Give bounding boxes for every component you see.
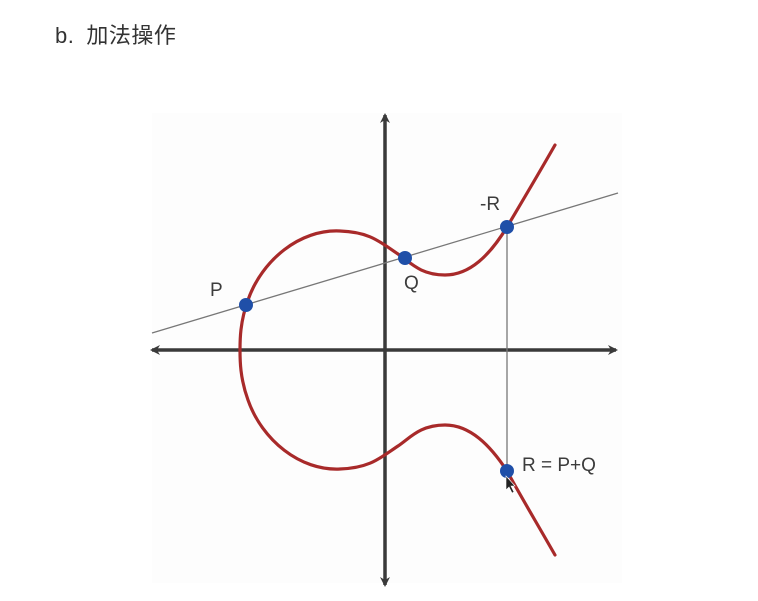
- elliptic-curve: [238, 143, 557, 557]
- label-q: Q: [404, 273, 419, 294]
- point-p: [239, 298, 253, 312]
- secant-line: [151, 192, 619, 334]
- point-r: [500, 464, 514, 478]
- section-marker: b.: [55, 23, 75, 48]
- label-r-equals-p-plus-q: R = P+Q: [522, 455, 596, 476]
- mouse-cursor-icon: [505, 475, 516, 494]
- point-neg-r: [500, 220, 514, 234]
- section-title: 加法操作: [86, 23, 177, 48]
- section-heading: b. 加法操作: [55, 18, 176, 50]
- figure-panel: [152, 113, 622, 583]
- label-p: P: [210, 280, 223, 301]
- label-neg-r: -R: [480, 194, 501, 215]
- point-q: [398, 251, 412, 265]
